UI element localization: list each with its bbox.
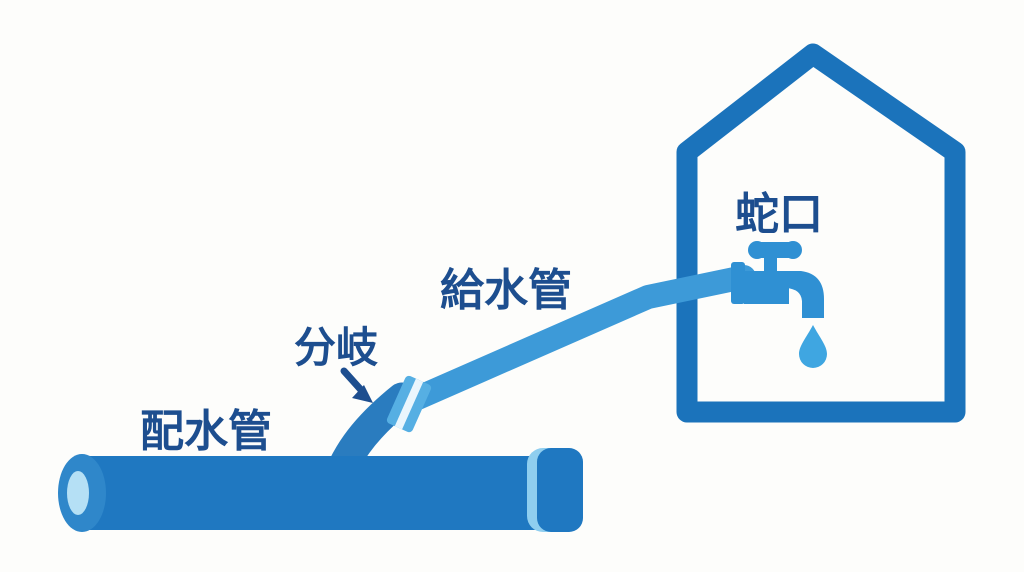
faucet-handle-left-knob xyxy=(748,241,766,259)
supply-pipe-icon xyxy=(392,265,756,416)
label-branch: 分岐 xyxy=(294,324,378,371)
faucet-icon xyxy=(731,241,824,318)
water-drop-icon xyxy=(799,325,827,368)
distribution-pipe-icon xyxy=(58,448,583,532)
label-distribution-pipe: 配水管 xyxy=(140,407,272,456)
house-outline-icon xyxy=(676,43,966,423)
faucet-neck xyxy=(764,254,777,274)
faucet-spout xyxy=(786,271,824,318)
faucet-body xyxy=(744,271,789,304)
collar-stripe xyxy=(394,378,424,430)
branch-collar-icon xyxy=(386,375,432,433)
branch-arrow-icon xyxy=(340,367,373,403)
label-faucet: 蛇口 xyxy=(735,190,823,239)
branch-arrow-head xyxy=(352,385,373,403)
faucet-handle-right-knob xyxy=(784,241,802,259)
main-pipe-opening xyxy=(67,471,89,515)
branch-arrow-shaft xyxy=(340,367,366,395)
label-supply-pipe: 給水管 xyxy=(440,266,572,315)
main-pipe-bell xyxy=(537,448,583,532)
main-pipe-body xyxy=(80,456,538,530)
faucet-flange xyxy=(731,262,745,304)
